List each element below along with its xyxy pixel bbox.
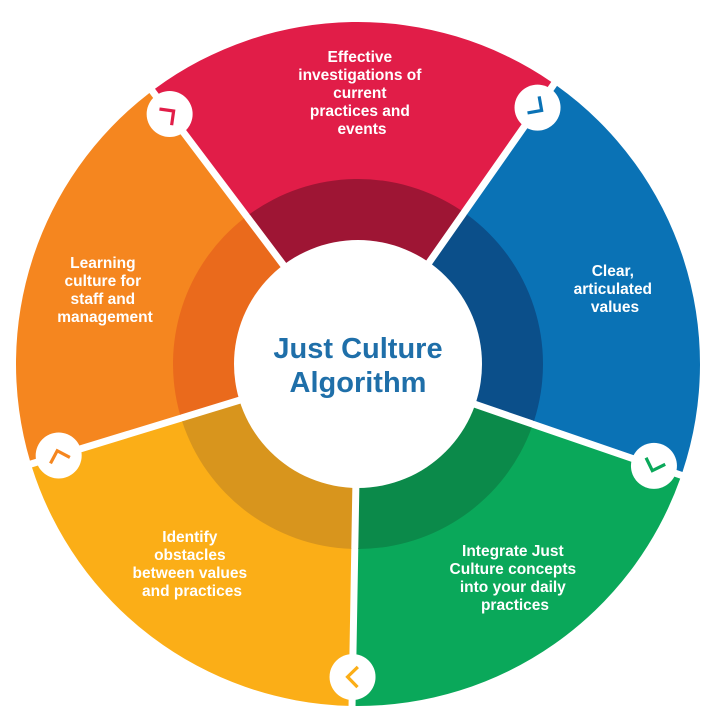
segment-label-integrate: Integrate Just Culture concepts into you… [450,543,581,614]
segment-label-line: staff and [71,291,136,308]
segment-label-line: practices and [310,103,410,120]
chevron-badge [146,91,193,138]
chevron-badge [630,442,677,489]
segment-inner-values [430,214,543,421]
segment-label-values: Clear, articulated values [574,263,657,316]
chevron-glyph [644,457,666,473]
chevron-icon [630,442,677,489]
chevron-badge [514,84,561,131]
segment-label-line: Integrate Just [462,543,564,560]
chevron-badge [329,653,376,700]
segment-outer-integrate [355,427,681,706]
segment-label-line: Clear, [592,263,634,280]
chevron-glyph [159,107,176,126]
center-title-line-2: Algorithm [290,367,427,399]
segment-outer-investigations [154,22,552,215]
segment-inner-learning [173,218,282,415]
arrows-layer [35,84,677,700]
chevron-icon [514,84,561,131]
segment-label-line: obstacles [154,547,226,564]
segment-label-line: articulated [574,281,652,298]
segment-label-line: Identify [162,529,217,546]
segment-label-line: Learning [70,255,135,272]
segment-outer-learning [15,92,245,461]
chevron-badge [35,432,82,479]
segment-label-line: into your daily [460,579,566,596]
chevron-icon [329,653,376,700]
center-circle [234,240,482,488]
chevron-icon [35,432,82,479]
chevron-icon [146,91,193,138]
segment-inner-investigations [249,178,462,265]
segment-outer-values [466,85,700,473]
segment-outer-obstacles [31,421,352,706]
segment-label-line: investigations of [298,67,422,84]
segments-layer [15,22,700,706]
segment-label-line: Effective [328,49,393,66]
segment-label-investigations: Effective investigations of current prac… [298,49,425,138]
segment-label-obstacles: Identify obstacles between values and pr… [133,529,252,600]
segment-label-line: management [57,309,153,326]
segment-label-line: practices [481,597,549,614]
segment-inner-integrate [358,407,532,549]
segment-label-learning: Learning culture for staff and managemen… [57,255,153,326]
segment-label-line: values [591,299,639,316]
chevron-glyph [345,665,359,689]
segment-inner-obstacles [182,403,353,549]
segment-label-line: current [333,85,386,102]
segment-label-line: culture for [65,273,142,290]
chevron-glyph [527,96,544,115]
chevron-glyph [49,448,71,465]
segment-label-line: events [337,121,386,138]
center-title-line-1: Just Culture [273,333,442,365]
segment-label-line: and practices [142,583,242,600]
segment-label-line: Culture concepts [450,561,577,578]
segment-label-line: between values [133,565,248,582]
